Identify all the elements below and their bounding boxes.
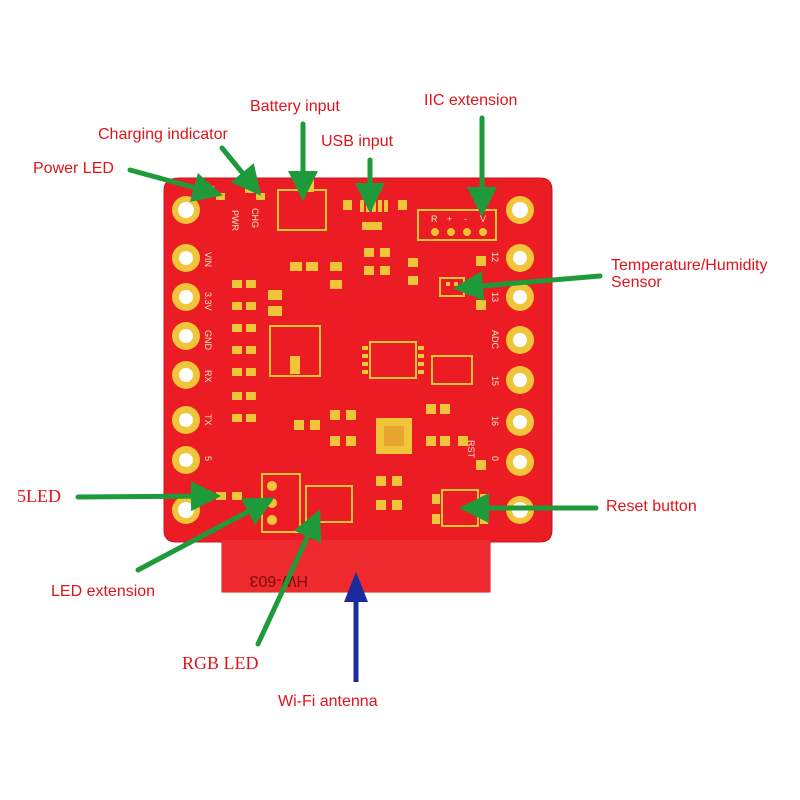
silk-right-pin-1: 13 bbox=[490, 292, 500, 302]
silk-right-pin-0: 12 bbox=[490, 252, 500, 262]
pointer-lines bbox=[75, 115, 603, 647]
label-reset-button: Reset button bbox=[606, 498, 697, 515]
silk-iic-3: V bbox=[480, 214, 486, 224]
silk-right-pin-3: 15 bbox=[490, 376, 500, 386]
pointer-rgb-led bbox=[255, 509, 322, 647]
label-led-extension: LED extension bbox=[51, 583, 156, 600]
silk-right-pin-6: 0 bbox=[490, 456, 500, 461]
label-iic-extension: IIC extension bbox=[424, 92, 518, 109]
label-5led: 5LED bbox=[17, 486, 61, 506]
label-battery-input: Battery input bbox=[250, 98, 340, 115]
silk-left-pin-3: RX bbox=[203, 370, 213, 383]
silk-iic-2: - bbox=[464, 214, 467, 224]
pointer-led-ext bbox=[135, 497, 275, 573]
silk-iic-0: R bbox=[431, 214, 438, 224]
silk-chg: CHG bbox=[250, 208, 260, 228]
label-power-led: Power LED bbox=[33, 160, 114, 177]
silk-iic-1: + bbox=[447, 214, 452, 224]
pointer-wifi bbox=[344, 572, 368, 682]
silk-pwr: PWR bbox=[230, 210, 240, 231]
label-charging-indicator: Charging indicator bbox=[98, 126, 228, 143]
label-usb-input: USB input bbox=[321, 133, 394, 150]
silkscreen: PWR CHG VIN 3.3V GND RX TX 5 12 13 ADC 1… bbox=[203, 208, 500, 589]
silk-left-pin-1: 3.3V bbox=[203, 292, 213, 311]
silk-right-pin-2: ADC bbox=[490, 330, 500, 350]
label-temp-humidity-line2: Sensor bbox=[611, 273, 662, 291]
silk-left-pin-4: TX bbox=[203, 414, 213, 426]
silk-model: HW-603 bbox=[250, 572, 308, 589]
label-wifi-antenna: Wi-Fi antenna bbox=[278, 693, 378, 710]
pcb-components bbox=[205, 178, 497, 533]
right-pin-pads bbox=[506, 244, 534, 476]
label-rgb-led: RGB LED bbox=[182, 653, 259, 673]
silk-left-pin-0: VIN bbox=[203, 252, 213, 267]
silk-right-pin-5: RST bbox=[466, 440, 476, 459]
pointer-charging bbox=[219, 145, 262, 196]
silk-left-pin-2: GND bbox=[203, 330, 213, 351]
silk-left-pin-5: 5 bbox=[203, 456, 213, 461]
left-pin-pads bbox=[172, 244, 200, 474]
pointer-temp bbox=[453, 270, 603, 301]
pointer-power-led bbox=[127, 167, 223, 202]
label-temp-humidity: Temperature/Humidity Sensor bbox=[611, 257, 768, 292]
label-temp-humidity-line1: Temperature/Humidity bbox=[611, 257, 768, 274]
pointer-5led bbox=[75, 481, 221, 512]
silk-right-pin-4: 16 bbox=[490, 416, 500, 426]
